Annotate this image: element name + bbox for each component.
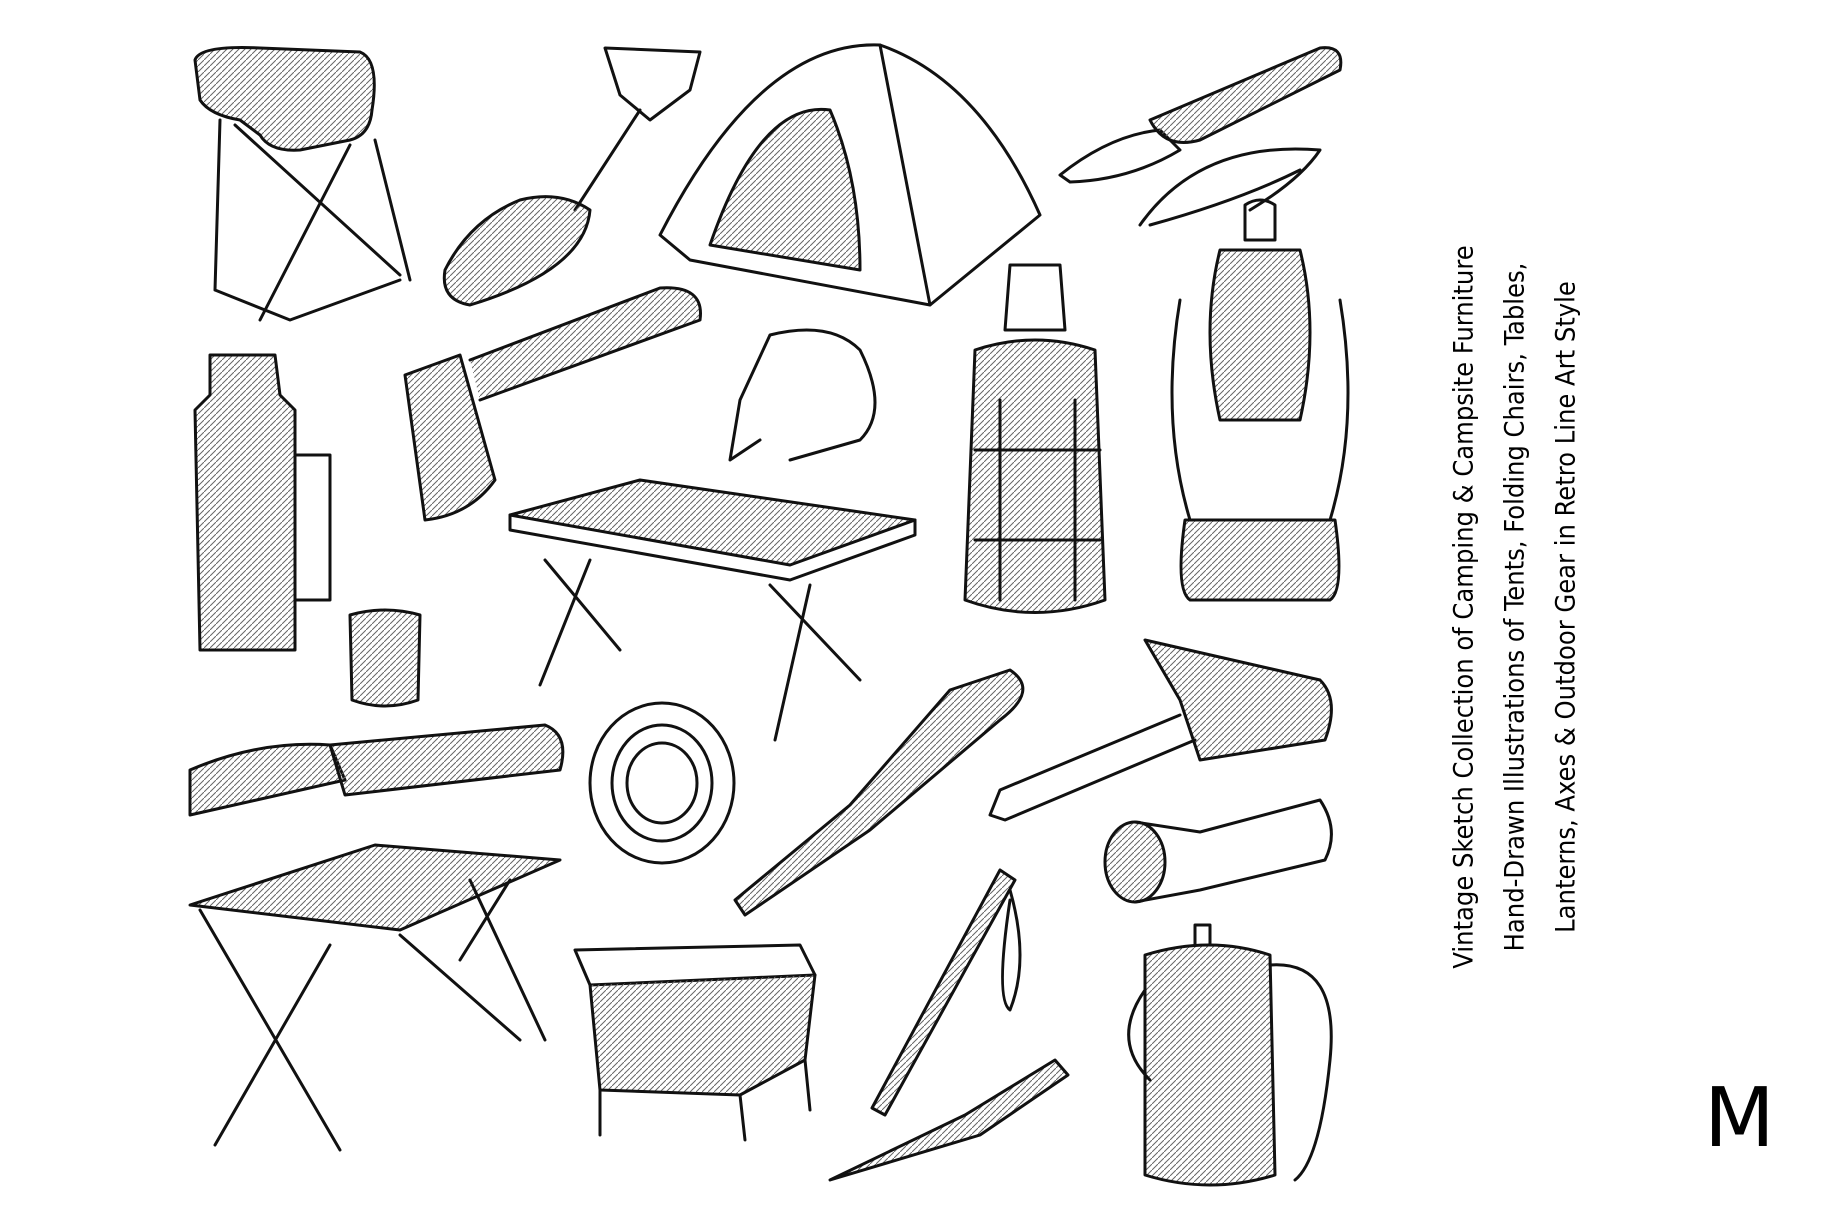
pocket-knife-illustration: [1058, 46, 1343, 184]
water-bottle-illustration: [1127, 923, 1333, 1187]
folding-saw-illustration: [188, 723, 565, 817]
folding-table-illustration: [508, 478, 917, 742]
tent-illustration: [658, 43, 1042, 307]
shovel-illustration: [442, 46, 702, 307]
camp-grill-illustration: [573, 943, 817, 1142]
tube-flashlight-illustration: [733, 668, 1025, 917]
trekking-pole-illustration: [870, 868, 1022, 1117]
folding-stool-illustration: [193, 46, 412, 322]
flashlight-illustration: [1103, 798, 1333, 904]
caption-line-3: Lanterns, Axes & Outdoor Gear in Retro L…: [1550, 281, 1582, 933]
canvas-stool-illustration: [188, 843, 562, 1152]
caption-line-1: Vintage Sketch Collection of Camping & C…: [1448, 245, 1480, 969]
axe-illustration: [403, 286, 702, 522]
thermos-illustration: [193, 353, 422, 708]
hurricane-lantern-illustration: [1138, 147, 1350, 602]
brand-logo-letter: M: [1704, 1071, 1775, 1166]
cylinder-lantern-illustration: [963, 263, 1107, 614]
grip-handle-illustration: [728, 328, 877, 462]
caption-line-2: Hand-Drawn Illustrations of Tents, Foldi…: [1499, 262, 1531, 952]
tent-stake-illustration: [828, 1058, 1070, 1182]
headlamp-illustration: [988, 638, 1333, 822]
rope-coil-illustration: [588, 701, 736, 865]
